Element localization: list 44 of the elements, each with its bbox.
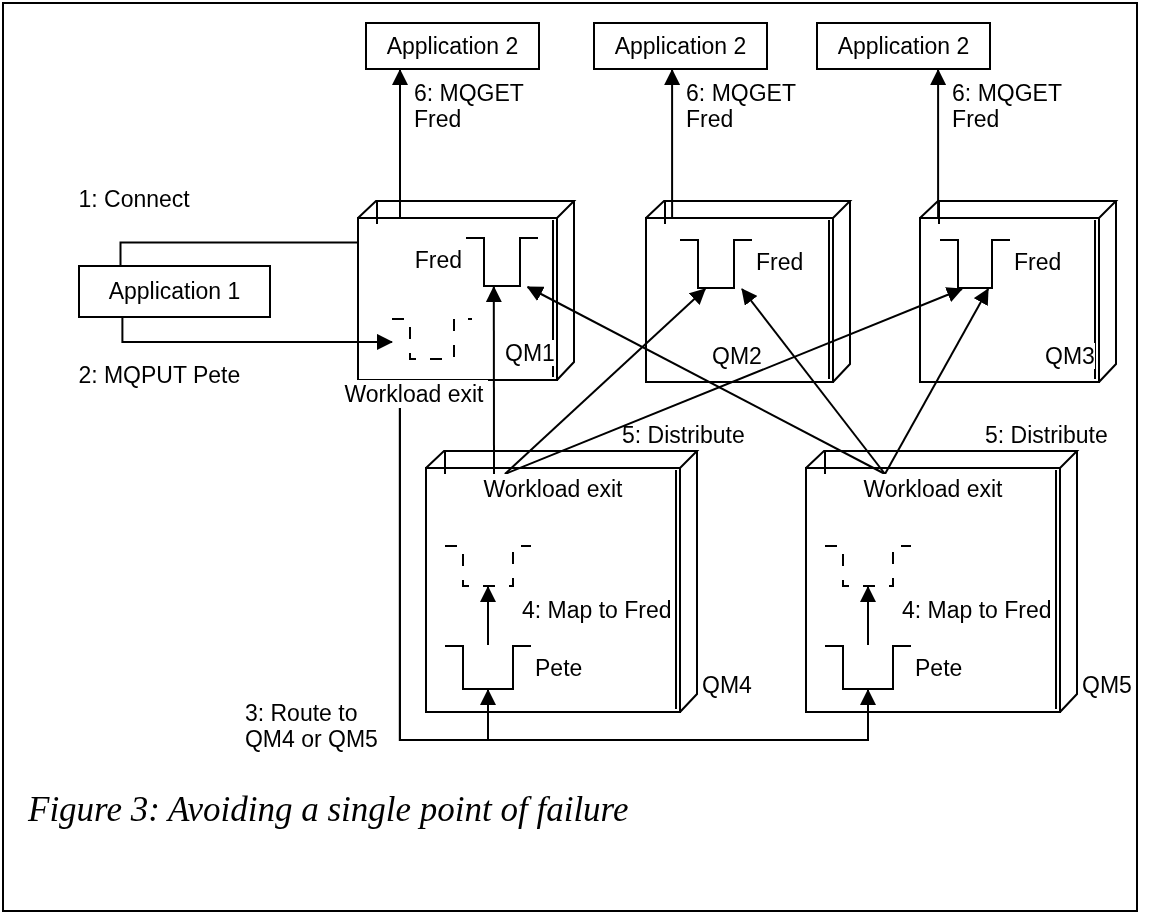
application-box: Application 2 xyxy=(816,22,991,70)
edge-label: 6: MQGET Fred xyxy=(414,80,525,132)
arrow xyxy=(121,317,393,350)
caption: Figure 3: Avoiding a single point of failure xyxy=(28,790,629,830)
queue-label: Fred xyxy=(756,249,804,275)
arrow xyxy=(884,288,990,475)
edge-label: 2: MQPUT Pete xyxy=(78,362,241,388)
edge-label: 5: Distribute xyxy=(984,422,1108,448)
arrow xyxy=(504,287,963,475)
queue-label: Pete xyxy=(915,655,963,681)
arrow xyxy=(526,286,886,475)
queue-symbol xyxy=(445,645,585,690)
arrow xyxy=(392,69,408,219)
edge-label: 6: MQGET Fred xyxy=(952,80,1063,132)
queue-manager-label: QM1 xyxy=(505,340,555,366)
application-box: Application 2 xyxy=(593,22,768,70)
arrow xyxy=(860,586,876,646)
edge-label: 3: Route to QM4 or QM5 xyxy=(244,700,379,752)
arrow xyxy=(485,286,502,475)
connector-line xyxy=(119,241,358,266)
edge-label: 1: Connect xyxy=(78,186,190,212)
dashed-queue-symbol xyxy=(825,545,911,587)
arrow xyxy=(664,69,681,219)
application-box: Application 2 xyxy=(365,22,540,70)
edge-label: 4: Map to Fred xyxy=(901,597,1052,623)
queue-label: Fred xyxy=(1014,249,1062,275)
edge-label: 5: Distribute xyxy=(621,422,745,448)
arrow xyxy=(480,586,496,646)
dashed-queue-symbol xyxy=(392,318,472,360)
edge-label: 4: Map to Fred xyxy=(521,597,672,623)
queue-manager-box xyxy=(919,200,1117,383)
queue-manager-box xyxy=(645,200,851,383)
queue-manager-box xyxy=(357,200,575,381)
queue-label: Pete xyxy=(535,655,583,681)
application-box: Application 1 xyxy=(78,265,271,318)
dashed-queue-symbol xyxy=(445,545,531,587)
arrow xyxy=(930,69,947,219)
queue-symbol xyxy=(825,645,965,690)
queue-manager-label: QM3 xyxy=(1045,343,1095,369)
arrow xyxy=(741,288,886,475)
queue-label: Fred xyxy=(414,247,462,273)
edge-label: 6: MQGET Fred xyxy=(686,80,797,132)
arrow xyxy=(504,288,707,475)
arrow xyxy=(398,407,876,741)
